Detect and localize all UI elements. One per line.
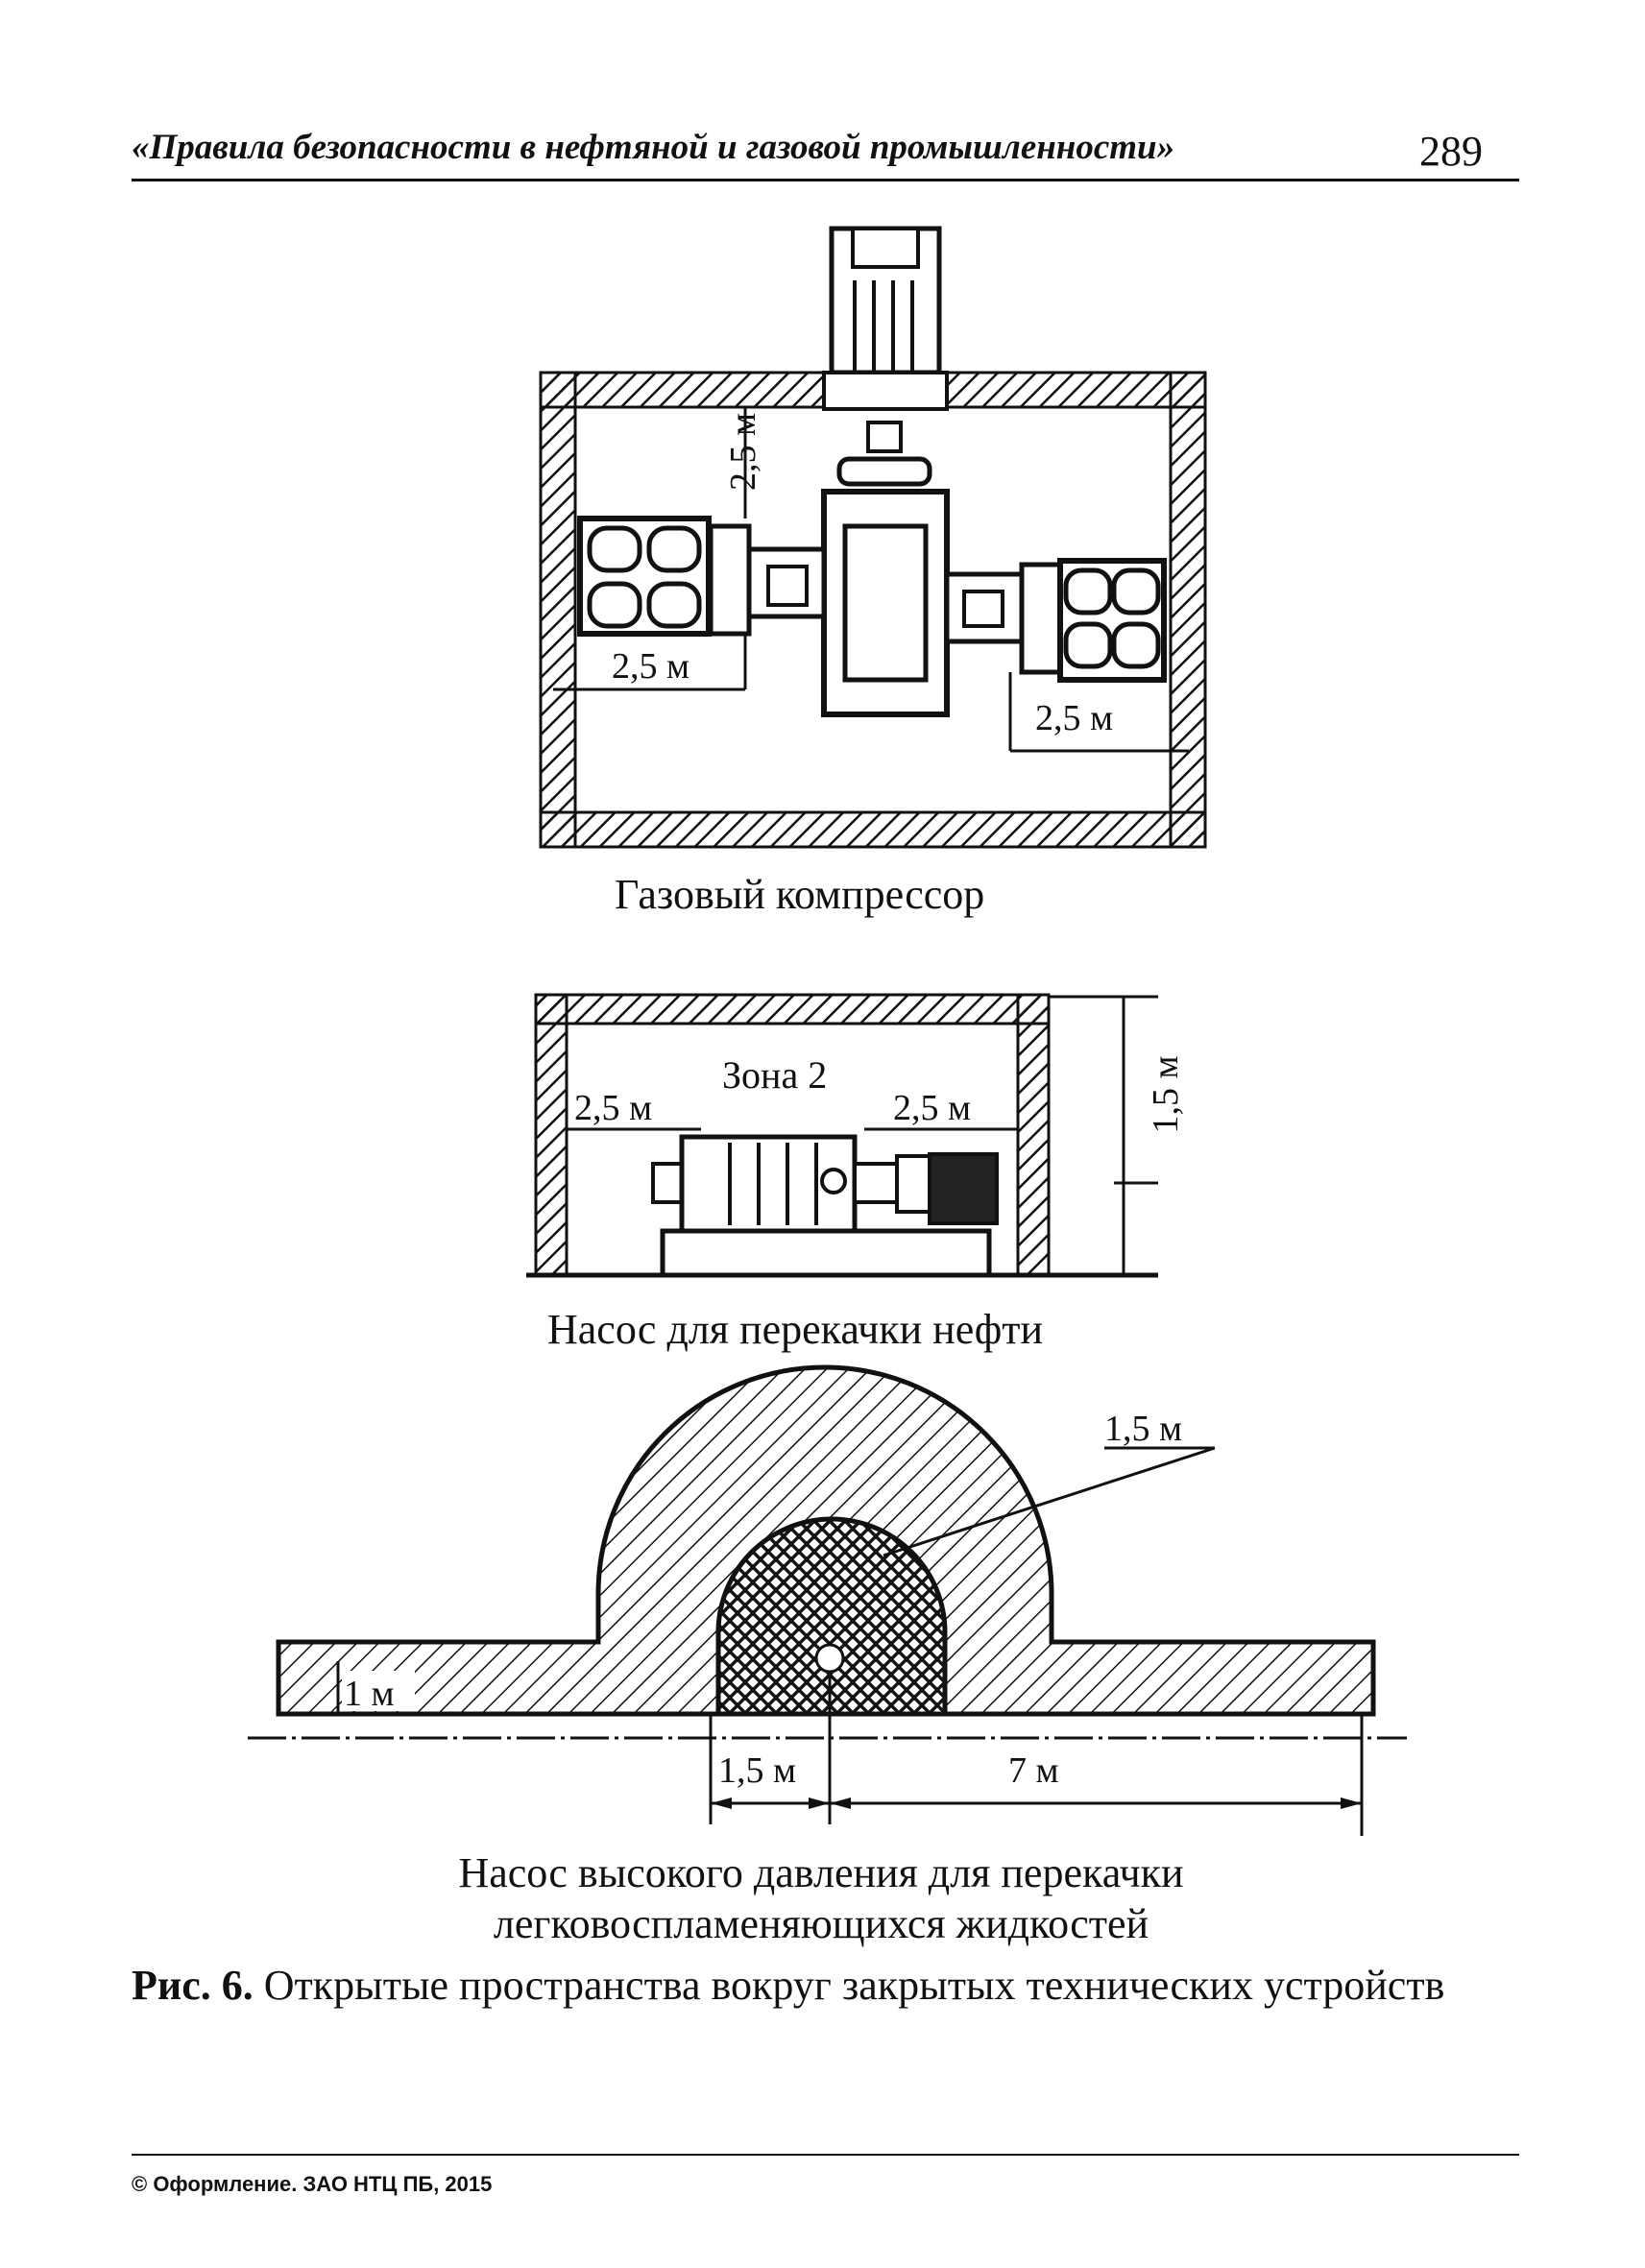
oil-pump-dim-left: 2,5 м (574, 1088, 652, 1128)
oil-pump-zone-label: Зона 2 (722, 1053, 827, 1097)
footer-rule (132, 2154, 1519, 2156)
caption-oil-pump: Насос для перекачки нефти (547, 1306, 1044, 1353)
page-number: 289 (1419, 128, 1483, 175)
caption-gas-compressor: Газовый компрессор (615, 871, 985, 918)
hp-pump-dim-ground: 1 м (344, 1674, 395, 1714)
oil-pump-dim-right: 2,5 м (893, 1088, 971, 1128)
hp-pump-dim-outer: 7 м (1008, 1750, 1059, 1791)
compressor-dim-right: 2,5 м (1035, 698, 1113, 738)
figure-caption-label: Рис. 6. (132, 1962, 254, 2009)
hp-pump-dim-arc: 1,5 м (1104, 1409, 1182, 1449)
oil-pump-dim-height: 1,5 м (1146, 1055, 1186, 1133)
hp-pump-dim-inner: 1,5 м (718, 1750, 796, 1791)
figure-gas-compressor (539, 226, 1207, 849)
running-header-title: «Правила безопасности в нефтяной и газов… (132, 128, 1175, 167)
compressor-dim-left: 2,5 м (612, 646, 689, 687)
footer-copyright: © Оформление. ЗАО НТЦ ПБ, 2015 (132, 2172, 493, 2196)
figure-caption: Рис. 6. Открытые пространства вокруг зак… (132, 1961, 1553, 2010)
figure-caption-text: Открытые пространства вокруг закрытых те… (253, 1962, 1445, 2009)
figure-oil-pump (526, 993, 1158, 1278)
caption-hp-pump-line2: легковоспламеняющихся жидкостей (493, 1900, 1149, 1947)
header-rule (132, 179, 1519, 181)
compressor-dim-top: 2,5 м (723, 413, 763, 491)
figure-high-pressure-pump (248, 1364, 1407, 1836)
caption-hp-pump-line1: Насос высокого давления для перекачки (458, 1849, 1184, 1896)
